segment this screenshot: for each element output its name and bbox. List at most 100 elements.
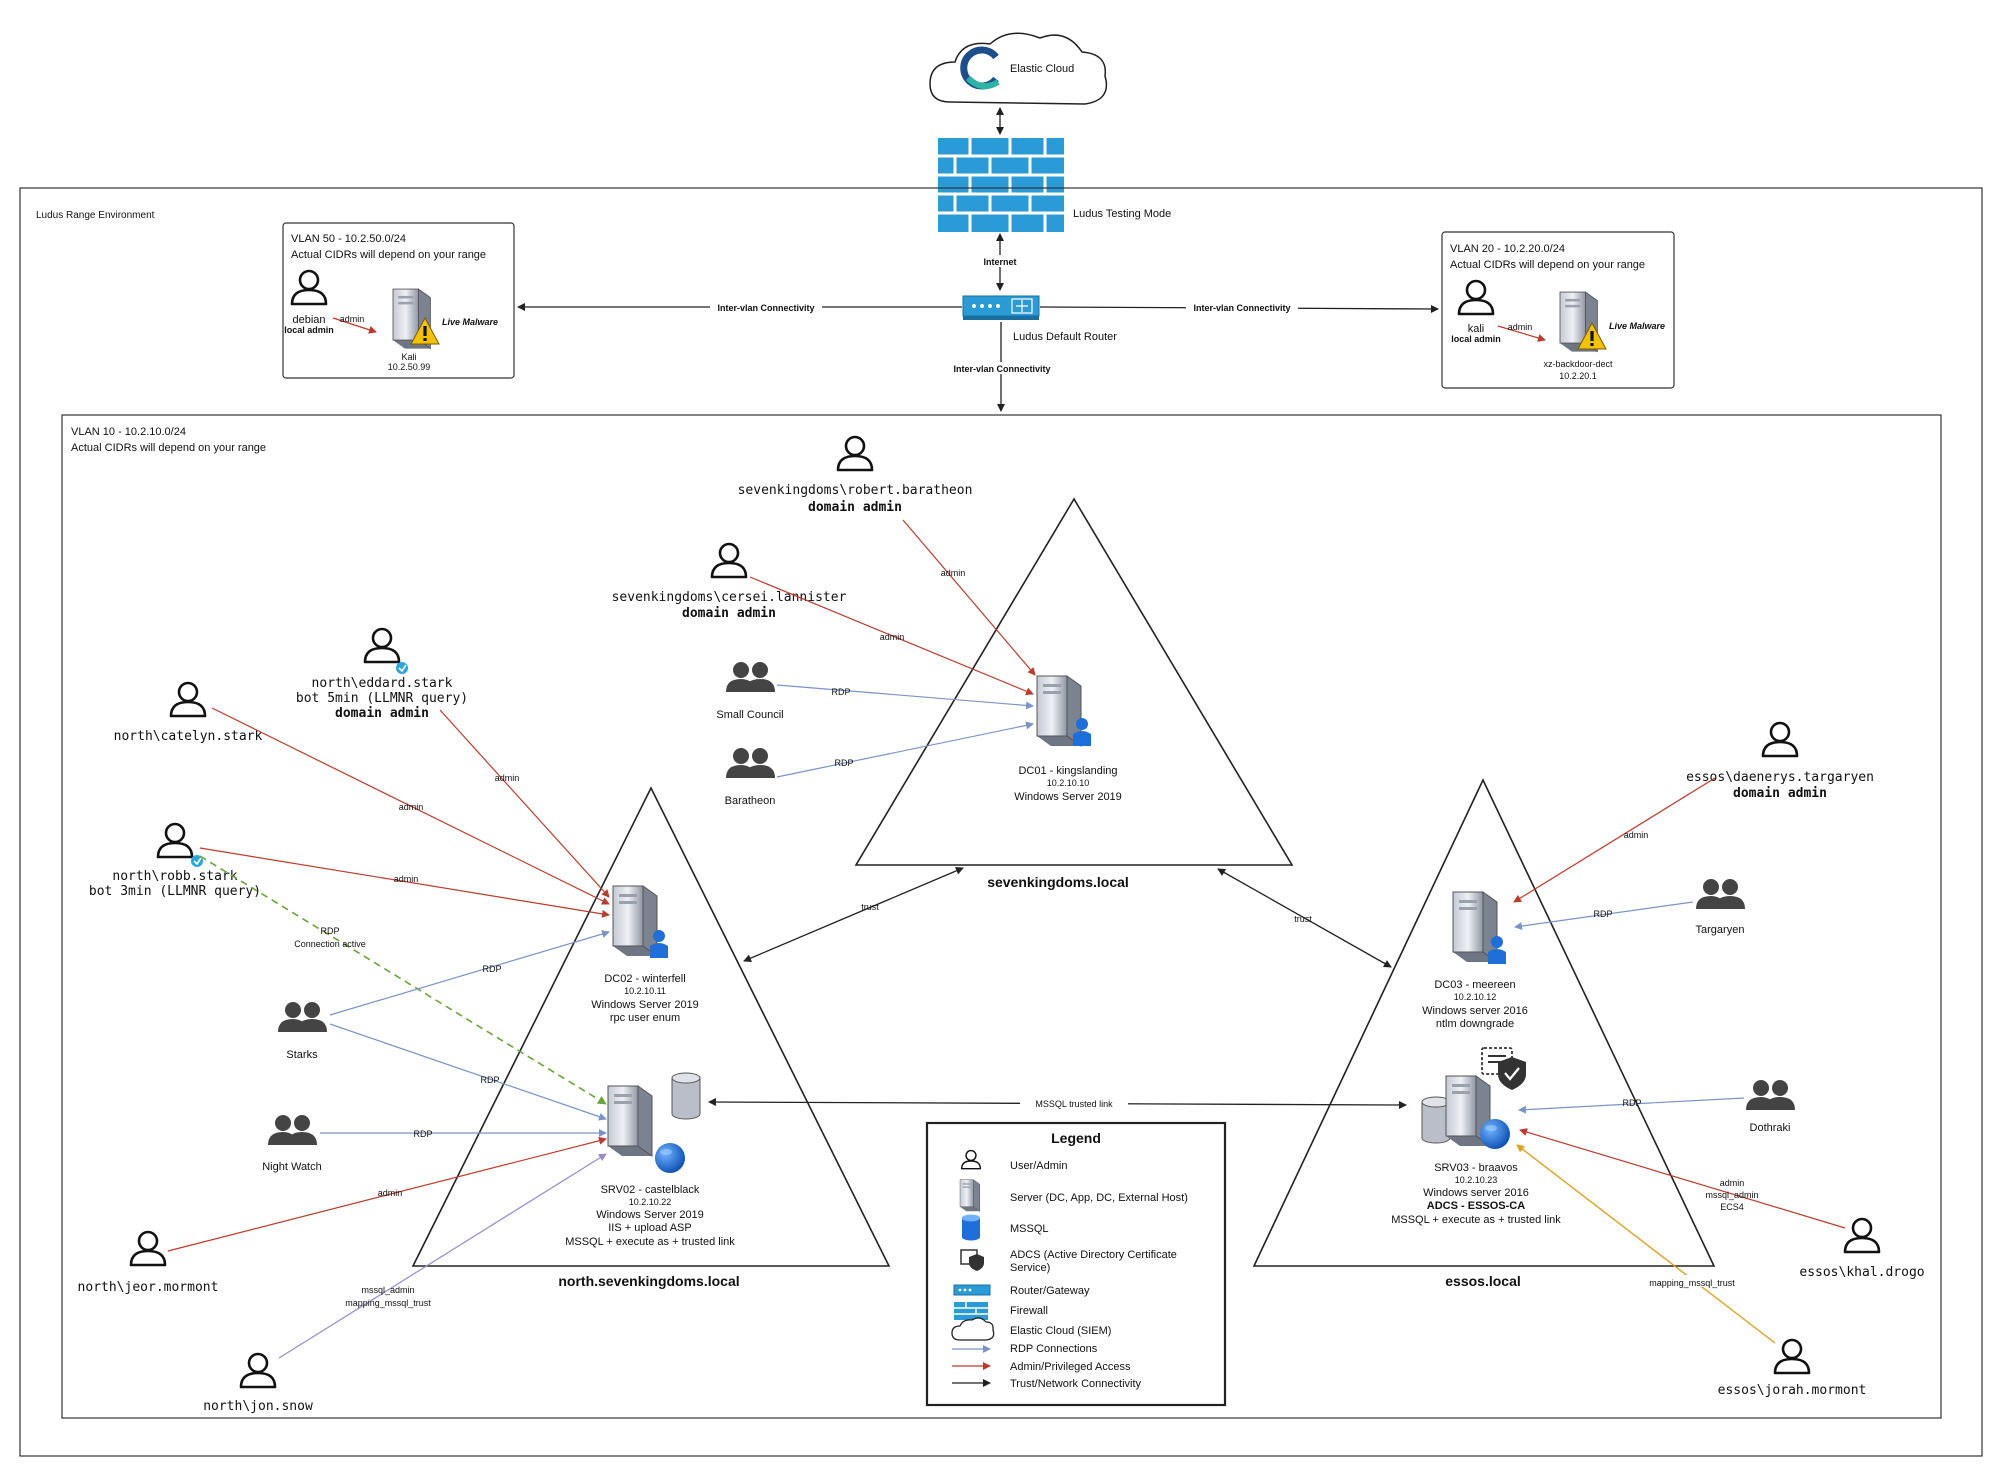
mssql-trusted-link-label: MSSQL trusted link (1035, 1099, 1113, 1109)
drogo-mssql-admin-label: mssql_admin (1705, 1190, 1758, 1200)
essos-domain-label: essos.local (1445, 1273, 1521, 1289)
essos-domain-triangle (1252, 778, 1716, 1267)
legend-item-mssql: MSSQL (1010, 1223, 1049, 1235)
group-dothraki: Dothraki (1746, 1080, 1795, 1134)
robb-name: north\robb.stark (112, 869, 237, 884)
jorah-user-icon (1773, 1338, 1811, 1375)
dc03-os: Windows server 2016 (1422, 1005, 1528, 1017)
kali-server-ip: 10.2.50.99 (388, 362, 431, 372)
dc02-name: DC02 - winterfell (604, 973, 685, 985)
group-targaryen: Targaryen (1696, 879, 1745, 936)
jeor-name: north\jeor.mormont (78, 1280, 219, 1295)
starks-srv02-rdp-label: RDP (480, 1075, 499, 1085)
user-jeor: north\jeor.mormont (78, 1230, 219, 1295)
kali-user: kali (1468, 323, 1485, 335)
kali-server-name: Kali (401, 352, 416, 362)
user-daenerys: essos\daenerys.targaryen domain admin (1686, 721, 1874, 801)
debian-role: local admin (284, 325, 334, 335)
cersei-name: sevenkingdoms\cersei.lannister (612, 590, 847, 605)
legend: Legend User/Admin Server (DC, App, DC, E… (925, 1121, 1227, 1407)
trust-north-sevenkingdoms (743, 867, 964, 962)
srv03-globe-icon (1480, 1119, 1510, 1149)
robb-rdp-active-link (199, 855, 607, 1105)
eddard-bot-badge-icon (395, 661, 409, 675)
robert-role: domain admin (808, 500, 902, 515)
legend-item-adcs: ADCS (Active Directory Certificate (1010, 1249, 1177, 1261)
kali-admin-link (1497, 325, 1546, 342)
internet-label: Internet (983, 257, 1016, 267)
jeor-admin-link (167, 1136, 607, 1252)
group-small-council: Small Council (716, 662, 784, 721)
robb-bot: bot 3min (LLMNR query) (89, 884, 261, 899)
srv02-note1: IIS + upload ASP (608, 1222, 691, 1234)
legend-item-user: User/Admin (1010, 1160, 1067, 1172)
small-council-rdp-label: RDP (831, 687, 850, 697)
jorah-mapping-label: mapping_mssql_trust (1649, 1278, 1735, 1288)
eddard-role: domain admin (335, 706, 429, 721)
legend-item-cloud: Elastic Cloud (SIEM) (1010, 1325, 1111, 1337)
eddard-bot: bot 5min (LLMNR query) (296, 691, 468, 706)
dc03-ip: 10.2.10.12 (1454, 992, 1497, 1002)
srv02-note2: MSSQL + execute as + trusted link (565, 1236, 735, 1248)
intervlan-label-vlan20: Inter-vlan Connectivity (1193, 303, 1290, 313)
vlan10-title: VLAN 10 - 10.2.10.0/24 (71, 426, 186, 438)
legend-adcs-icon (960, 1249, 984, 1271)
jon-name: north\jon.snow (203, 1399, 313, 1414)
dc02-note: rpc user enum (610, 1012, 680, 1024)
cersei-role: domain admin (682, 606, 776, 621)
user-catelyn: north\catelyn.stark (114, 681, 263, 744)
xz-malware: Live Malware (1609, 321, 1665, 331)
catelyn-admin-label: admin (399, 802, 424, 812)
drogo-ecs4-label: ECS4 (1720, 1202, 1744, 1212)
legend-item-trust: Trust/Network Connectivity (1010, 1378, 1142, 1390)
dc02-server-icon (612, 885, 658, 957)
firewall-icon (938, 138, 1064, 232)
starks-dc02-rdp-link (329, 930, 610, 1016)
dc03-note: ntlm downgrade (1436, 1018, 1514, 1030)
dothraki-group-icon (1746, 1080, 1795, 1110)
daenerys-admin-link (1513, 777, 1716, 903)
targaryen-group-icon (1696, 879, 1745, 909)
starks-srv02-rdp-link (329, 1023, 607, 1121)
north-domain-label: north.sevenkingdoms.local (558, 1273, 739, 1289)
north-domain-triangle (411, 786, 891, 1267)
jon-mssql-link (278, 1153, 607, 1359)
drogo-user-icon (1843, 1217, 1881, 1254)
robb-admin-link (199, 847, 610, 918)
ludus-range-frame (19, 187, 1983, 1457)
legend-item-rdp: RDP Connections (1010, 1343, 1098, 1355)
srv03-note: MSSQL + execute as + trusted link (1391, 1214, 1561, 1226)
dc03-name: DC03 - meereen (1434, 979, 1515, 991)
robert-admin-link (902, 519, 1036, 676)
targaryen-label: Targaryen (1696, 924, 1745, 936)
baratheon-rdp-label: RDP (834, 758, 853, 768)
cersei-admin-link (749, 576, 1034, 696)
user-robb: north\robb.stark bot 3min (LLMNR query) (89, 822, 261, 899)
cloud-label: Elastic Cloud (1010, 63, 1074, 75)
debian-admin-link (332, 317, 377, 334)
debian-user: debian (292, 314, 325, 326)
robert-name: sevenkingdoms\robert.baratheon (738, 483, 973, 498)
user-jorah: essos\jorah.mormont (1718, 1338, 1866, 1398)
dothraki-rdp-link (1518, 1097, 1745, 1114)
drogo-name: essos\khal.drogo (1799, 1265, 1924, 1280)
router-label: Ludus Default Router (1013, 331, 1117, 343)
jeor-user-icon (129, 1230, 167, 1267)
srv03-server: SRV03 - braavos 10.2.10.23 Windows serve… (1391, 1047, 1561, 1226)
kali-malware: Live Malware (442, 317, 498, 327)
srv03-os: Windows server 2016 (1423, 1187, 1529, 1199)
catelyn-admin-link (211, 707, 610, 905)
trust-sevenkingdoms-essos (1217, 868, 1392, 968)
user-cersei: sevenkingdoms\cersei.lannister domain ad… (612, 542, 847, 621)
elastic-logo-icon (960, 46, 1000, 90)
starks-label: Starks (286, 1049, 318, 1061)
daenerys-user-icon (1761, 721, 1799, 758)
group-baratheon: Baratheon (725, 748, 775, 807)
vlan50-box: VLAN 50 - 10.2.50.0/24 Actual CIDRs will… (282, 222, 515, 379)
jon-user-icon (239, 1352, 277, 1389)
vlan20-box: VLAN 20 - 10.2.20.0/24 Actual CIDRs will… (1441, 231, 1675, 389)
dc02-server: DC02 - winterfell 10.2.10.11 Windows Ser… (591, 885, 699, 1024)
firewall-label: Ludus Testing Mode (1073, 208, 1171, 220)
srv03-ip: 10.2.10.23 (1455, 1175, 1498, 1185)
legend-item-firewall: Firewall (1010, 1305, 1048, 1317)
